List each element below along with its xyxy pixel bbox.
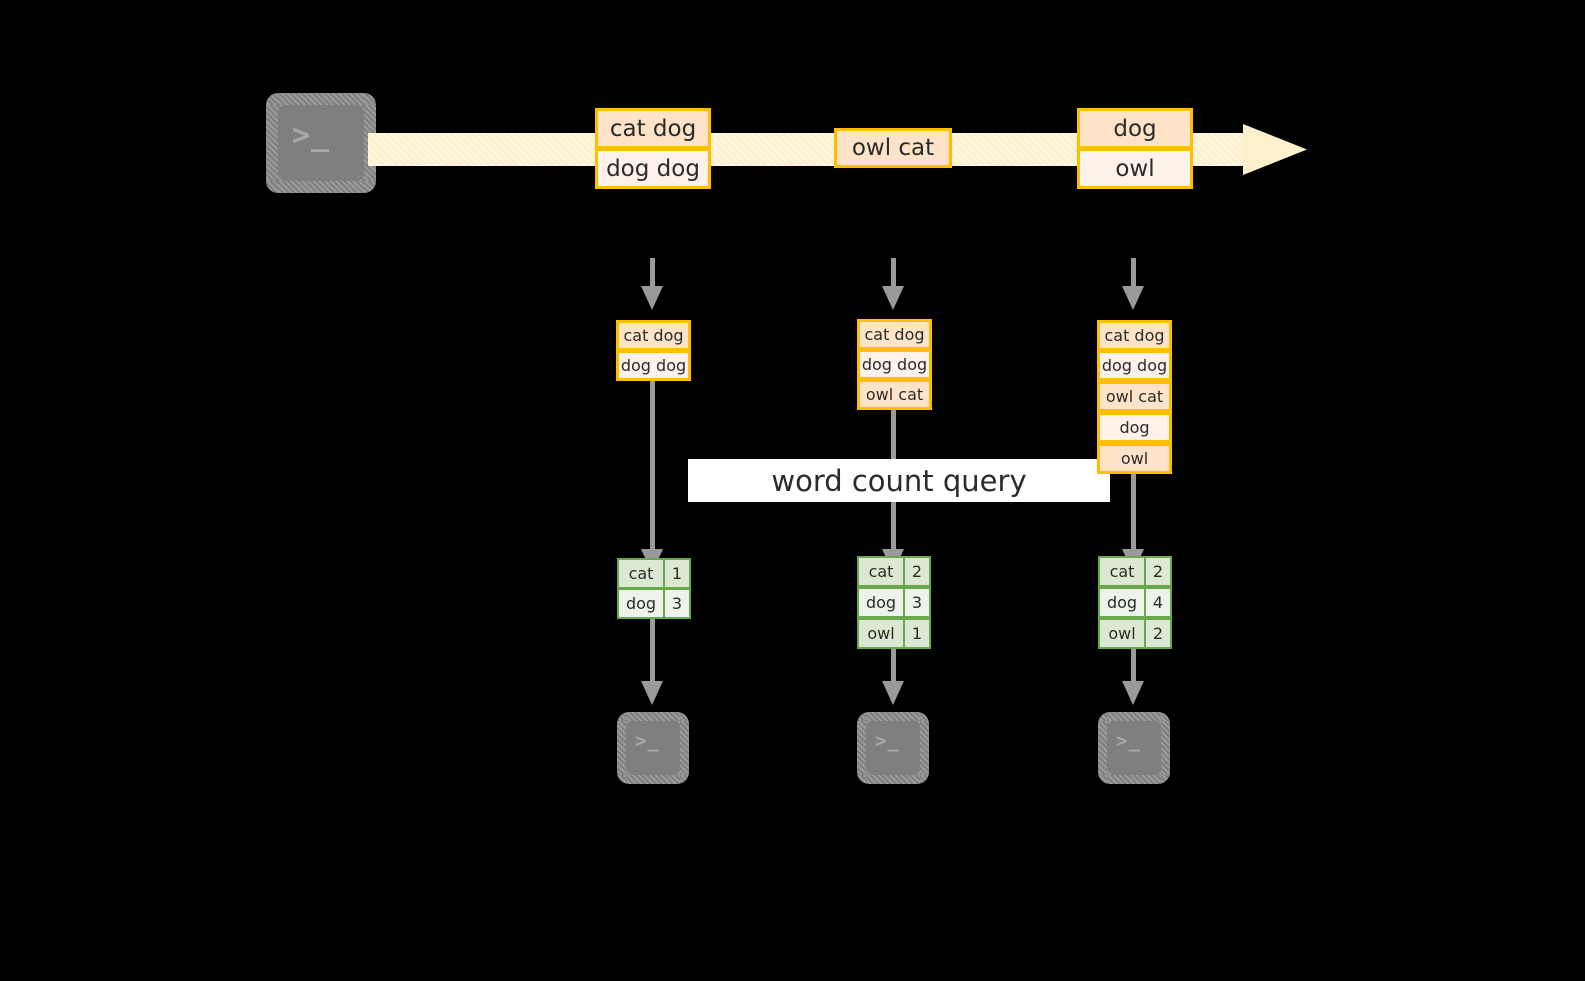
sink-terminal-body (866, 721, 920, 775)
terminal-prompt-glyph: >_ (875, 730, 900, 752)
sink-terminal-body (1107, 721, 1161, 775)
snapshot-record: cat dog (616, 320, 691, 351)
stream-record: owl (1077, 148, 1193, 189)
result-count-cell: 4 (1144, 587, 1172, 618)
result-word-cell: cat (1098, 556, 1146, 587)
snapshot-record: owl cat (857, 379, 932, 410)
stream-record: dog dog (595, 148, 711, 189)
snapshot-record: dog (1097, 412, 1172, 443)
result-count-cell: 2 (1144, 556, 1172, 587)
result-word-cell: dog (1098, 587, 1146, 618)
result-count-cell: 2 (903, 556, 931, 587)
result-count-cell: 3 (903, 587, 931, 618)
terminal-prompt-glyph: >_ (1116, 730, 1141, 752)
snapshot-record: cat dog (1097, 320, 1172, 351)
stream-record: cat dog (595, 108, 711, 149)
snapshot-record: dog dog (1097, 350, 1172, 381)
sink-terminal-icon: >_ (617, 712, 689, 784)
terminal-prompt-glyph: >_ (292, 118, 331, 153)
source-terminal-icon: >_ (266, 93, 376, 193)
result-word-cell: dog (857, 587, 905, 618)
source-terminal-body (278, 105, 364, 181)
query-connector-line (650, 381, 655, 553)
snapshot-record: dog dog (616, 350, 691, 381)
stream-arrow-head-icon (1243, 124, 1307, 175)
query-connector-line (1131, 474, 1136, 553)
sink-terminal-icon: >_ (1098, 712, 1170, 784)
sink-arrow-head-icon (882, 681, 904, 705)
snapshot-arrow-head-icon (641, 286, 663, 310)
sink-connector-line (650, 619, 655, 685)
terminal-prompt-glyph: >_ (635, 730, 660, 752)
snapshot-record: cat dog (857, 319, 932, 350)
result-count-cell: 1 (663, 558, 691, 589)
result-count-cell: 2 (1144, 618, 1172, 649)
result-word-cell: cat (857, 556, 905, 587)
snapshot-dashed-connector (650, 258, 655, 286)
sink-connector-line (891, 649, 896, 685)
result-count-cell: 3 (663, 588, 691, 619)
stream-record: dog (1077, 108, 1193, 149)
sink-arrow-head-icon (1122, 681, 1144, 705)
sink-terminal-body (626, 721, 680, 775)
snapshot-dashed-connector (891, 258, 896, 286)
snapshot-dashed-connector (1131, 258, 1136, 286)
sink-connector-line (1131, 649, 1136, 685)
result-count-cell: 1 (903, 618, 931, 649)
result-word-cell: owl (1098, 618, 1146, 649)
snapshot-record: owl (1097, 443, 1172, 474)
result-word-cell: owl (857, 618, 905, 649)
sink-arrow-head-icon (641, 681, 663, 705)
snapshot-record: owl cat (1097, 381, 1172, 412)
sink-terminal-icon: >_ (857, 712, 929, 784)
query-label: word count query (688, 459, 1110, 502)
snapshot-arrow-head-icon (882, 286, 904, 310)
snapshot-record: dog dog (857, 349, 932, 380)
stream-record: owl cat (834, 128, 952, 168)
result-word-cell: cat (617, 558, 665, 589)
snapshot-arrow-head-icon (1122, 286, 1144, 310)
result-word-cell: dog (617, 588, 665, 619)
